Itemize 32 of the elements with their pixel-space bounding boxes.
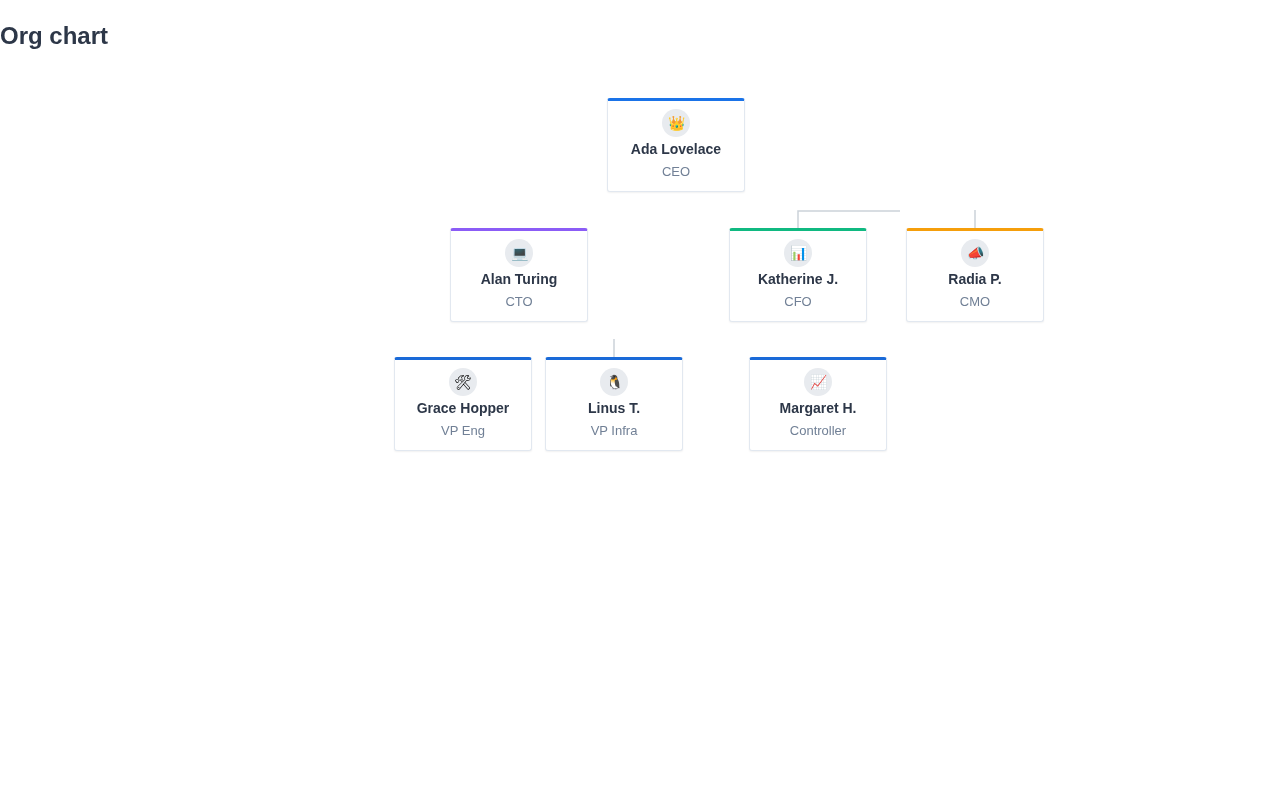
person-name: Radia P. (948, 270, 1002, 289)
megaphone-icon: 📣 (961, 239, 989, 267)
job-title: CMO (959, 293, 991, 311)
person-name: Margaret H. (779, 399, 857, 418)
person-card (729, 228, 867, 322)
penguin-icon: 🐧 (600, 368, 628, 396)
line-chart-icon: 📈 (804, 368, 832, 396)
person-name: Grace Hopper (416, 399, 510, 418)
connector-line (797, 210, 901, 229)
bar-chart-icon: 📊 (784, 239, 812, 267)
job-title: VP Infra (590, 422, 638, 440)
person-name: Linus T. (587, 399, 641, 418)
job-title: VP Eng (441, 422, 485, 440)
job-title: CEO (661, 163, 691, 181)
person-name: Katherine J. (757, 270, 839, 289)
connector-line (974, 209, 976, 229)
chart-title: Org chart (0, 21, 109, 51)
job-title: CTO (505, 293, 533, 311)
person-card (394, 357, 532, 451)
tools-icon: 🛠 (449, 368, 477, 396)
crown-icon: 👑 (662, 109, 690, 137)
person-card (906, 228, 1044, 322)
person-name: Alan Turing (480, 270, 558, 289)
job-title: CFO (784, 293, 812, 311)
laptop-icon: 💻 (505, 239, 533, 267)
person-card (749, 357, 887, 451)
person-card (607, 98, 745, 192)
connector-line (613, 338, 615, 358)
person-card (450, 228, 588, 322)
person-card (545, 357, 683, 451)
job-title: Controller (789, 422, 847, 440)
person-name: Ada Lovelace (630, 140, 722, 159)
